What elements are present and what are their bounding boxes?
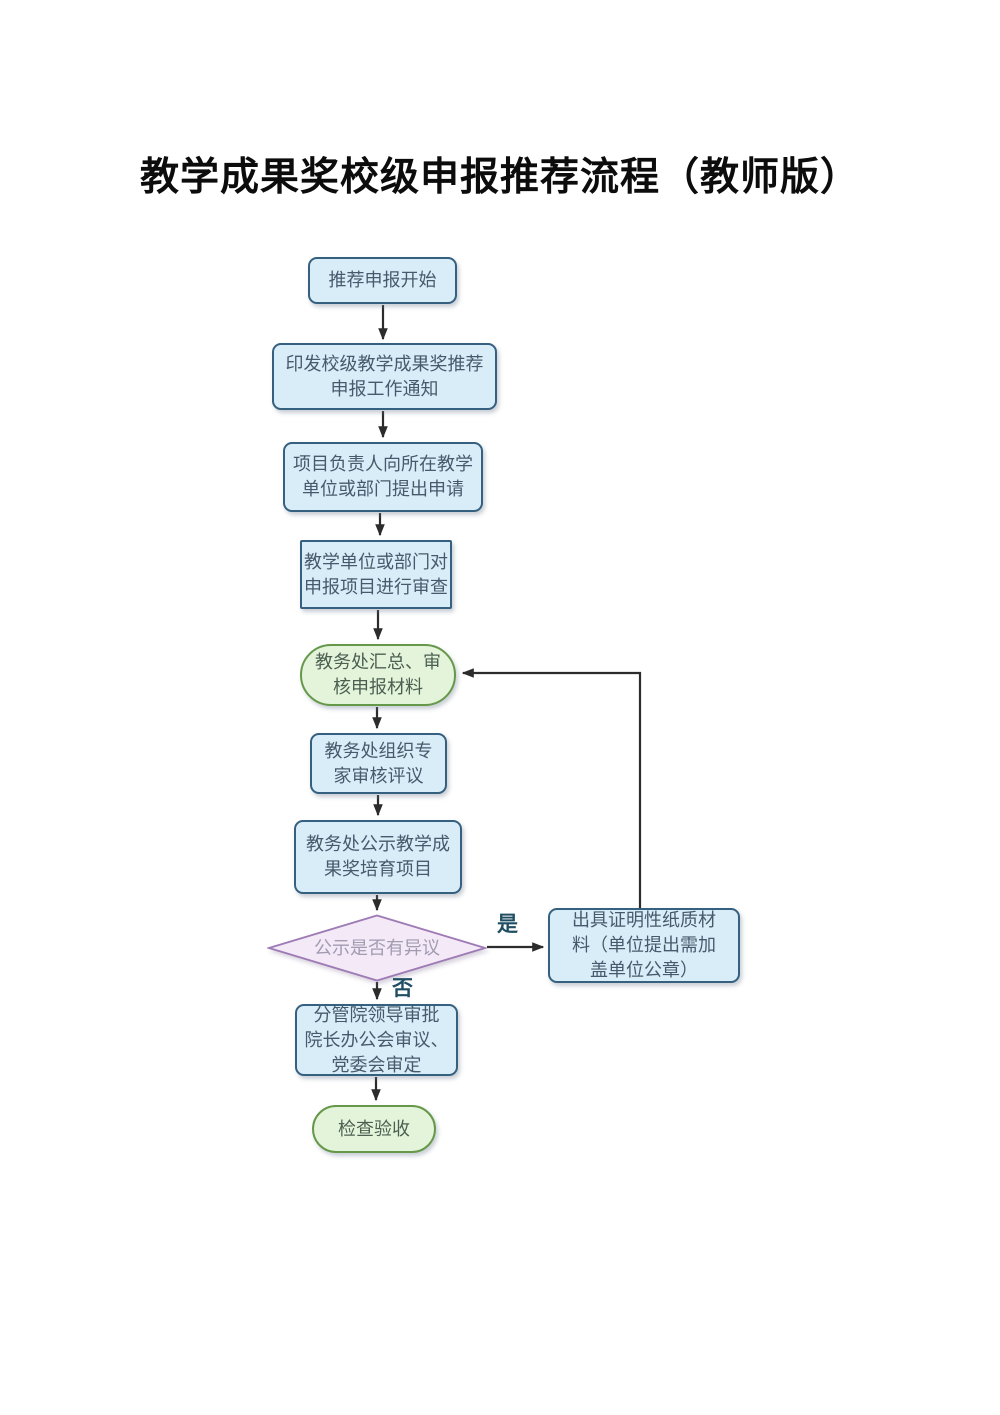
- flow-node-final-acceptance-label: 检查验收: [338, 1118, 410, 1139]
- flow-node-submit-application: 项目负责人向所在教学 单位或部门提出申请: [283, 442, 483, 512]
- flow-node-leader-approval-label: 分管院领导审批 院长办公会审议、 党委会审定: [304, 1004, 449, 1075]
- flow-node-aao-collect-review-label: 教务处汇总、审 核申报材料: [315, 652, 441, 697]
- flow-node-unit-review: 教学单位或部门对 申报项目进行审查: [300, 540, 452, 609]
- flow-node-publicity: 教务处公示教学成 果奖培育项目: [294, 820, 462, 894]
- branch-label-yes: 是: [497, 913, 518, 936]
- flow-node-objection-decision-label: 公示是否有异议: [314, 938, 440, 958]
- flow-node-final-acceptance: 检查验收: [312, 1105, 436, 1153]
- decision-diamond-shape: [267, 914, 487, 982]
- connector-materials-loopback: [461, 668, 642, 908]
- flow-node-publicity-label: 教务处公示教学成 果奖培育项目: [306, 834, 450, 879]
- flow-node-issue-notice-label: 印发校级教学成果奖推荐 申报工作通知: [285, 353, 484, 399]
- flow-node-expert-review-label: 教务处组织专 家审核评议: [324, 740, 433, 786]
- flow-node-leader-approval: 分管院领导审批 院长办公会审议、 党委会审定: [295, 1004, 458, 1076]
- flow-node-objection-decision: 公示是否有异议: [267, 914, 487, 982]
- flow-node-issue-notice: 印发校级教学成果奖推荐 申报工作通知: [272, 343, 497, 410]
- flow-node-start-label: 推荐申报开始: [328, 270, 437, 290]
- flow-node-unit-review-label: 教学单位或部门对 申报项目进行审查: [304, 551, 448, 597]
- flow-node-issue-proof-materials: 出具证明性纸质材 料（单位提出需加 盖单位公章）: [548, 908, 740, 983]
- flow-node-aao-collect-review: 教务处汇总、审 核申报材料: [300, 644, 456, 706]
- flow-node-submit-application-label: 项目负责人向所在教学 单位或部门提出申请: [293, 454, 473, 499]
- page-title: 教学成果奖校级申报推荐流程（教师版）: [139, 156, 860, 199]
- flow-node-expert-review: 教务处组织专 家审核评议: [310, 733, 447, 794]
- flow-node-issue-proof-materials-label: 出具证明性纸质材 料（单位提出需加 盖单位公章）: [572, 910, 716, 980]
- flow-node-start: 推荐申报开始: [308, 257, 457, 304]
- branch-label-no: 否: [392, 977, 413, 1000]
